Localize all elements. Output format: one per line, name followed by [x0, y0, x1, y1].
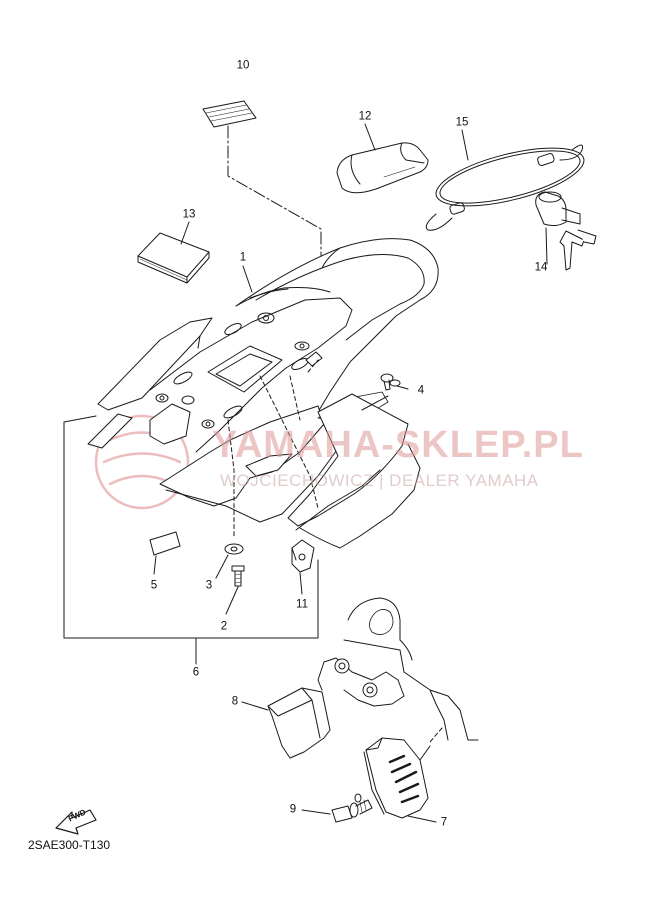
tool-pouch-part — [336, 142, 429, 194]
callout-3: 3 — [205, 579, 213, 592]
frame-section — [317, 597, 479, 741]
watermark-title: YAMAHA-SKLEP.PL — [212, 424, 584, 466]
callout-1: 1 — [239, 251, 247, 264]
guard-plate-part — [363, 737, 429, 819]
callout-5: 5 — [150, 579, 158, 592]
diagram-code: 2SAE300-T130 — [28, 838, 111, 852]
label-sticker-part — [202, 100, 257, 128]
callout-14: 14 — [534, 261, 548, 274]
callout-8: 8 — [231, 695, 239, 708]
cable-lock-part — [425, 144, 585, 231]
callout-6: 6 — [192, 666, 200, 679]
callout-7: 7 — [440, 816, 448, 829]
flange-bolt-part — [331, 793, 373, 823]
callout-9: 9 — [289, 803, 297, 816]
callout-15: 15 — [455, 116, 469, 129]
callout-12: 12 — [358, 110, 372, 123]
callout-13: 13 — [182, 208, 196, 221]
watermark-subtitle: WOJCIECHOWICZ | DEALER YAMAHA — [220, 471, 539, 490]
callout-10: 10 — [236, 59, 250, 72]
callout-2: 2 — [220, 620, 228, 633]
washer-part — [224, 543, 244, 555]
owners-manual-part — [137, 232, 210, 284]
chain-guard-part — [267, 687, 331, 759]
pad-part — [149, 531, 181, 556]
clip-nut-part — [291, 539, 315, 573]
rear-fender-part — [87, 238, 439, 549]
group-bracket — [63, 415, 319, 665]
lock-with-keys-part — [535, 191, 597, 271]
fwd-arrow-icon — [55, 809, 97, 835]
callout-4: 4 — [417, 384, 425, 397]
bolt-part — [231, 565, 245, 587]
screw-part — [380, 373, 401, 391]
callout-11: 11 — [296, 598, 308, 611]
